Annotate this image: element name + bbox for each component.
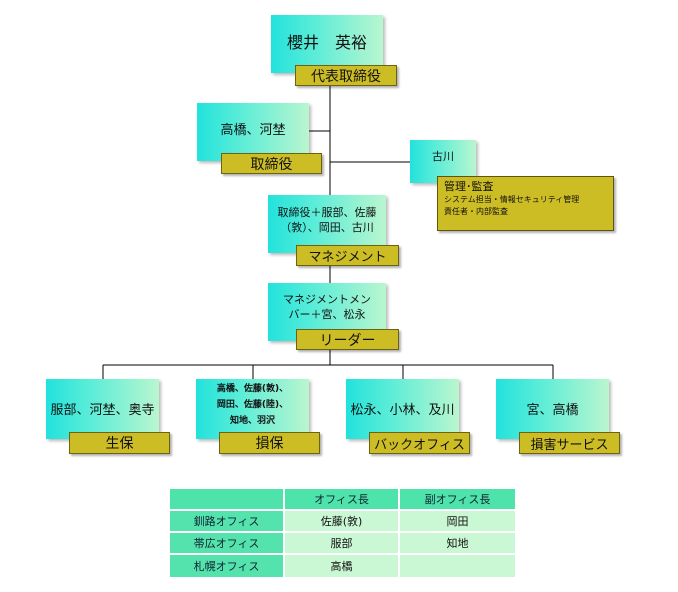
auditor-name: 古川 [432,150,454,163]
ceo-role-tag: 代表取締役 [295,65,397,86]
auditor-desc-2: 責任者・内部監査 [444,207,508,216]
unit-nonlife-box: 高橋、佐藤(敦)、 岡田、佐藤(陸)、 知地、羽沢 [196,379,309,439]
unit-nonlife-role-tag: 損保 [219,432,320,454]
table-row: 帯広オフィス 服部 知地 [170,533,515,555]
office-name: 釧路オフィス [170,511,285,533]
office-table: オフィス長 副オフィス長 釧路オフィス 佐藤(敦) 岡田 帯広オフィス 服部 知… [170,489,515,577]
management-members-1: 取締役＋服部、佐藤 [277,206,377,219]
director-role-tag: 取締役 [221,153,322,174]
unit-nonlife-members-3: 知地、羽沢 [229,416,275,426]
office-head: 高橋 [285,555,400,577]
unit-backoffice-members: 松永、小林、及川 [350,403,455,418]
unit-nonlife-role: 損保 [255,436,284,452]
leader-role: リーダー [319,332,376,349]
unit-backoffice-role-tag: バックオフィス [369,432,470,454]
ceo-role: 代表取締役 [311,68,381,85]
leader-members-1: マネジメントメン [283,293,371,306]
office-table-corner [170,489,285,511]
unit-backoffice-role: バックオフィス [374,437,465,453]
unit-life-role-tag: 生保 [69,432,170,454]
ceo-box: 櫻井 英裕 [271,15,383,73]
unit-nonlife-members-2: 岡田、佐藤(陸)、 [216,400,289,410]
unit-life-members: 服部、河埜、奥寺 [50,403,155,418]
office-table-header-head: オフィス長 [285,489,400,511]
director-role: 取締役 [250,156,293,173]
director-box: 高橋、河埜 [197,103,309,161]
ceo-name: 櫻井 英裕 [286,33,367,52]
unit-claims-members: 宮、高橋 [526,403,579,418]
office-table-header-deputy: 副オフィス長 [400,489,515,511]
office-head: 服部 [285,533,400,555]
auditor-desc-1: システム担当・情報セキュリティ管理 [444,195,580,204]
table-row: 札幌オフィス 高橋 [170,555,515,577]
auditor-note: 管理･監査 システム担当・情報セキュリティ管理 責任者・内部監査 [437,176,614,231]
unit-claims-role-tag: 損害サービス [519,432,620,454]
unit-claims-box: 宮、高橋 [496,379,609,439]
auditor-box: 古川 [410,140,476,183]
office-name: 帯広オフィス [170,533,285,555]
leader-members-2: バー＋宮、松永 [288,308,366,321]
office-deputy: 岡田 [400,511,515,533]
management-role: マネジメント [308,250,387,265]
leader-role-tag: リーダー [296,329,399,350]
office-deputy: 知地 [400,533,515,555]
management-box: 取締役＋服部、佐藤 （敦）、岡田、古川 [268,195,386,253]
management-role-tag: マネジメント [296,245,399,266]
office-deputy [400,555,515,577]
office-head: 佐藤(敦) [285,511,400,533]
auditor-title: 管理･監査 [444,180,494,193]
director-name: 高橋、河埜 [220,123,286,138]
unit-nonlife-members-1: 高橋、佐藤(敦)、 [216,384,289,394]
management-members-2: （敦）、岡田、古川 [280,221,374,234]
unit-life-box: 服部、河埜、奥寺 [46,379,159,439]
unit-backoffice-box: 松永、小林、及川 [346,379,459,439]
office-name: 札幌オフィス [170,555,285,577]
unit-claims-role: 損害サービス [530,437,609,453]
unit-life-role: 生保 [105,436,134,452]
table-row: 釧路オフィス 佐藤(敦) 岡田 [170,511,515,533]
